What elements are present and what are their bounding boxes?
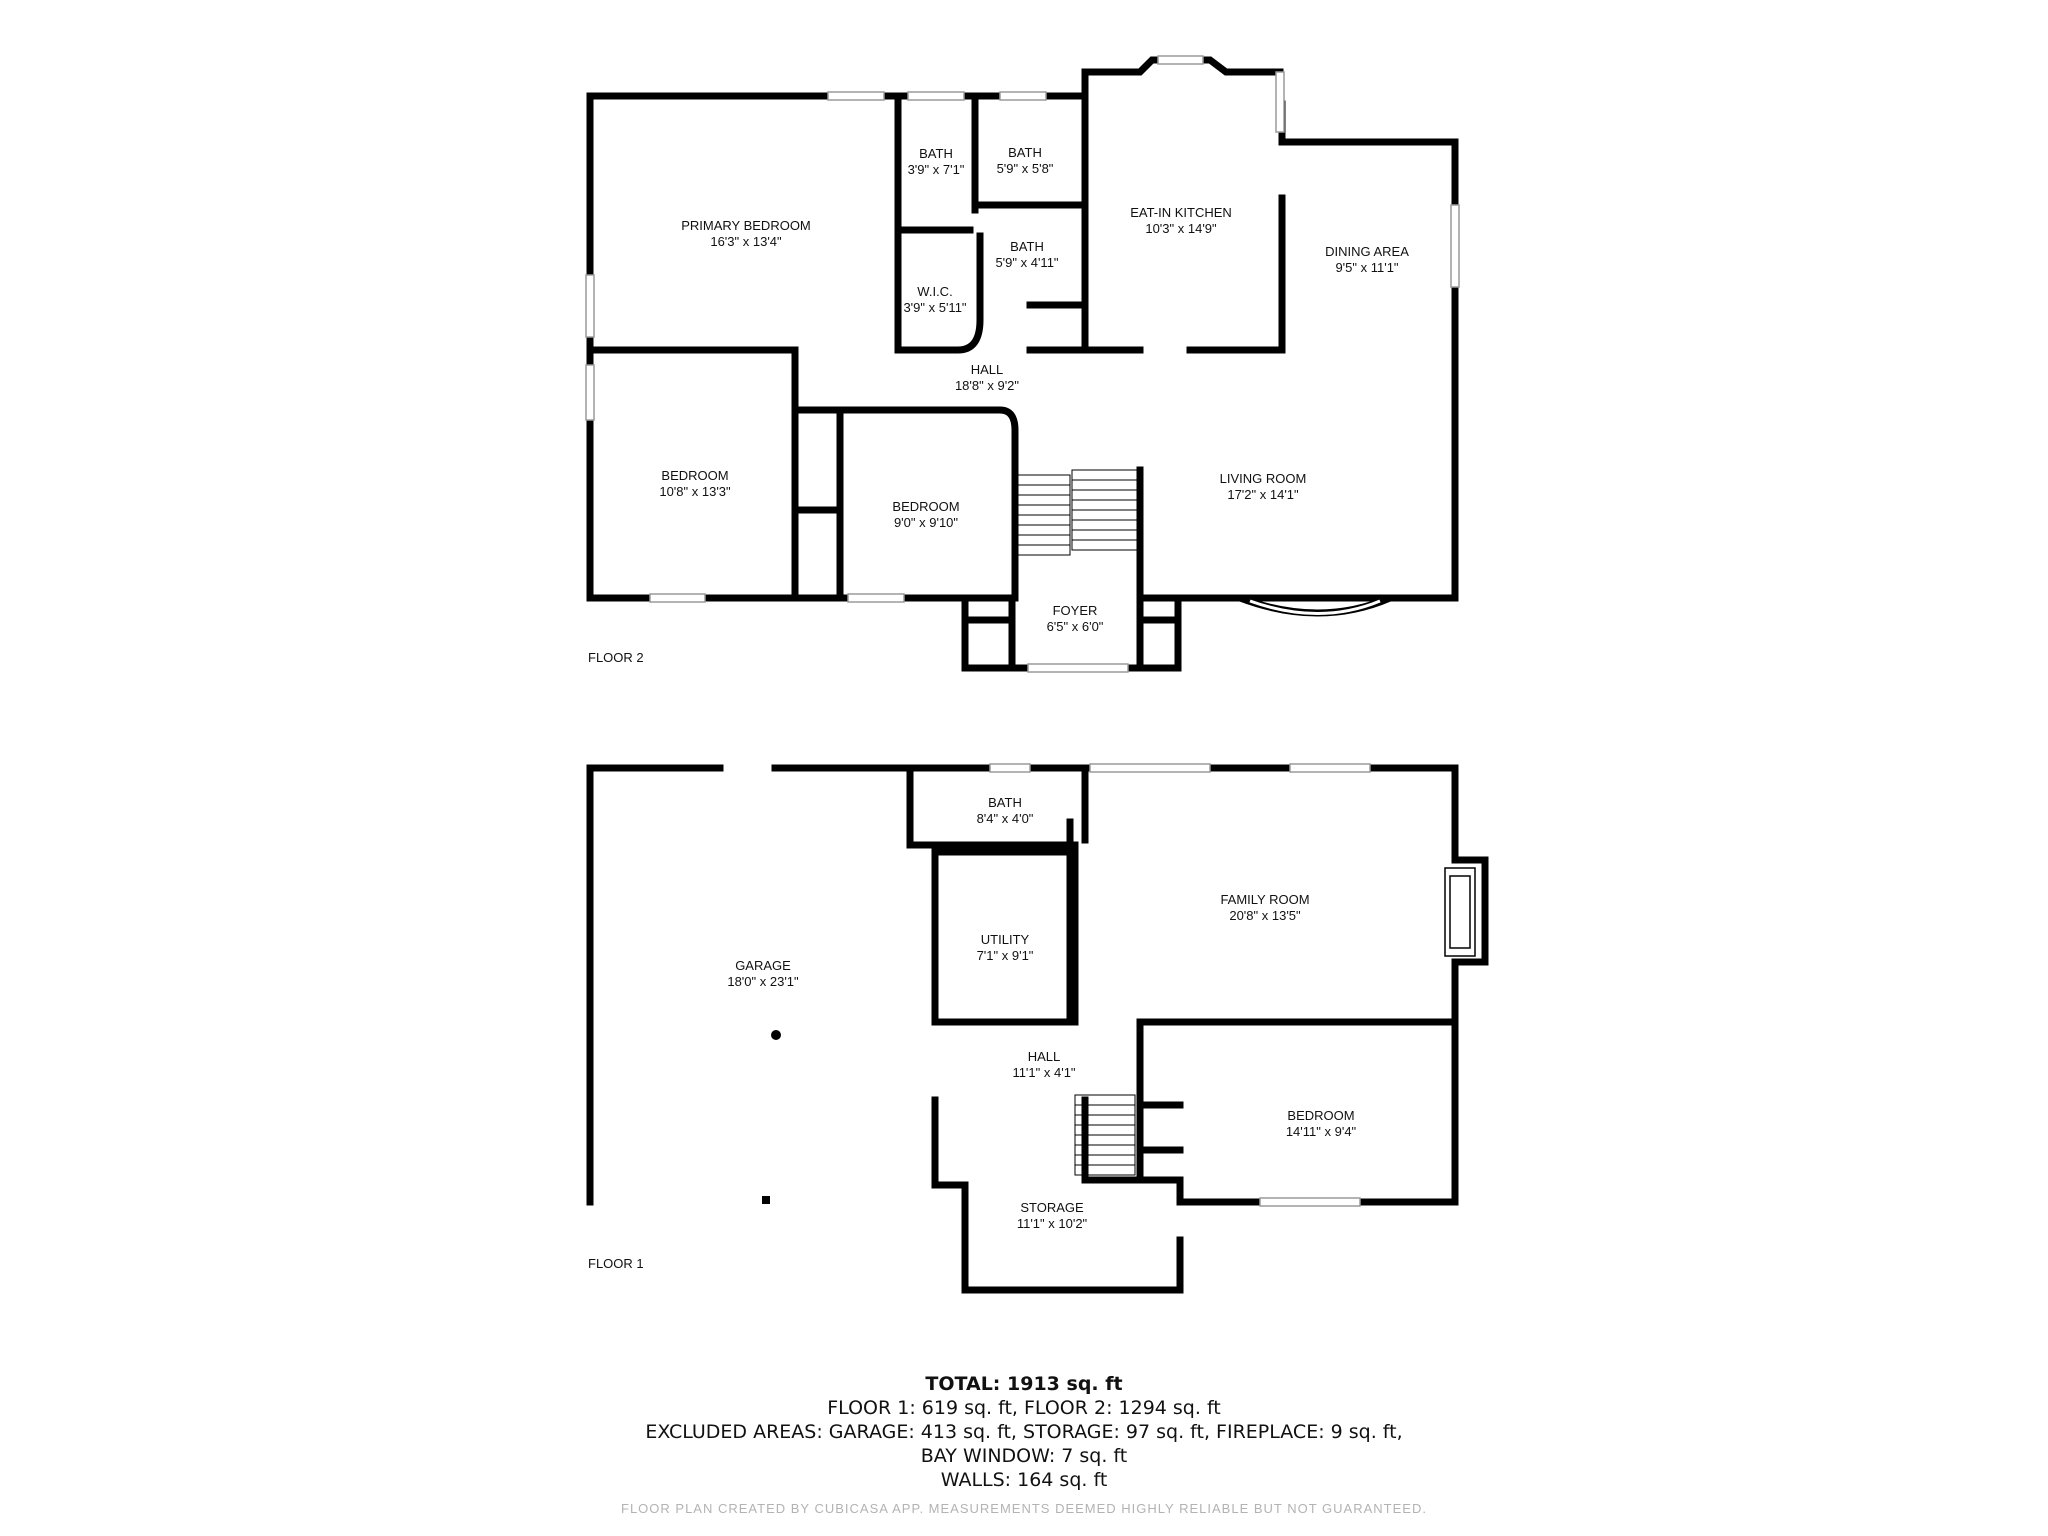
bath-a-name: BATH bbox=[919, 146, 953, 161]
bath-c-name: BATH bbox=[1010, 239, 1044, 254]
area-summary: TOTAL: 1913 sq. ft FLOOR 1: 619 sq. ft, … bbox=[0, 1372, 2048, 1492]
bath-a-dims: 3'9" x 7'1" bbox=[908, 162, 965, 177]
bedroom1-dims: 14'11" x 9'4" bbox=[1286, 1124, 1357, 1139]
garage-dims: 18'0" x 23'1" bbox=[727, 974, 799, 989]
wic-dims: 3'9" x 5'11" bbox=[903, 300, 966, 315]
bedroom-a-name: BEDROOM bbox=[661, 468, 728, 483]
family-dims: 20'8" x 13'5" bbox=[1229, 908, 1301, 923]
bath1-dims: 8'4" x 4'0" bbox=[977, 811, 1034, 826]
bath-c-dims: 5'9" x 4'11" bbox=[995, 255, 1058, 270]
kitchen-dims: 10'3" x 14'9" bbox=[1145, 221, 1217, 236]
floor2-stairs bbox=[1017, 469, 1138, 556]
primary-bedroom-name: PRIMARY BEDROOM bbox=[681, 218, 811, 233]
floor1-windows bbox=[989, 763, 1371, 1207]
bay-window-area: BAY WINDOW: 7 sq. ft bbox=[920, 1445, 1128, 1467]
floor2-windows bbox=[585, 55, 1460, 673]
dining-name: DINING AREA bbox=[1325, 244, 1409, 259]
total-area: TOTAL: 1913 sq. ft bbox=[925, 1373, 1123, 1395]
hall1-dims: 11'1" x 4'1" bbox=[1012, 1065, 1075, 1080]
storage-dims: 11'1" x 10'2" bbox=[1017, 1216, 1088, 1231]
dining-dims: 9'5" x 11'1" bbox=[1335, 260, 1398, 275]
bedroom-b-name: BEDROOM bbox=[892, 499, 959, 514]
bath-b-dims: 5'9" x 5'8" bbox=[997, 161, 1054, 176]
fireplace bbox=[1444, 867, 1476, 957]
hall1-name: HALL bbox=[1028, 1049, 1061, 1064]
bedroom-a-dims: 10'8" x 13'3" bbox=[659, 484, 731, 499]
floor1-stairs bbox=[1074, 1094, 1136, 1176]
bedroom1-name: BEDROOM bbox=[1287, 1108, 1354, 1123]
excluded-areas: EXCLUDED AREAS: GARAGE: 413 sq. ft, STOR… bbox=[645, 1421, 1403, 1443]
hall2-dims: 18'8" x 9'2" bbox=[955, 378, 1019, 393]
garage-post bbox=[771, 1030, 781, 1040]
utility-dims: 7'1" x 9'1" bbox=[977, 948, 1034, 963]
living-dims: 17'2" x 14'1" bbox=[1227, 487, 1299, 502]
bedroom-b-dims: 9'0" x 9'10" bbox=[894, 515, 958, 530]
foyer-dims: 6'5" x 6'0" bbox=[1047, 619, 1104, 634]
storage-name: STORAGE bbox=[1020, 1200, 1084, 1215]
foyer-name: FOYER bbox=[1053, 603, 1098, 618]
floor-areas: FLOOR 1: 619 sq. ft, FLOOR 2: 1294 sq. f… bbox=[827, 1397, 1221, 1419]
garage-marker bbox=[762, 1196, 770, 1204]
floor2-walls bbox=[586, 56, 1459, 672]
utility-name: UTILITY bbox=[981, 932, 1030, 947]
floor1-label: FLOOR 1 bbox=[588, 1256, 644, 1271]
primary-bedroom-dims: 16'3" x 13'4" bbox=[710, 234, 782, 249]
kitchen-name: EAT-IN KITCHEN bbox=[1130, 205, 1232, 220]
credit-disclaimer: FLOOR PLAN CREATED BY CUBICASA APP. MEAS… bbox=[621, 1501, 1427, 1516]
bath1-name: BATH bbox=[988, 795, 1022, 810]
family-name: FAMILY ROOM bbox=[1220, 892, 1309, 907]
walls-area: WALLS: 164 sq. ft bbox=[940, 1469, 1108, 1491]
living-name: LIVING ROOM bbox=[1220, 471, 1307, 486]
bath-b-name: BATH bbox=[1008, 145, 1042, 160]
wic-name: W.I.C. bbox=[917, 284, 952, 299]
garage-name: GARAGE bbox=[735, 958, 791, 973]
hall2-name: HALL bbox=[971, 362, 1004, 377]
floor2-label: FLOOR 2 bbox=[588, 650, 644, 665]
